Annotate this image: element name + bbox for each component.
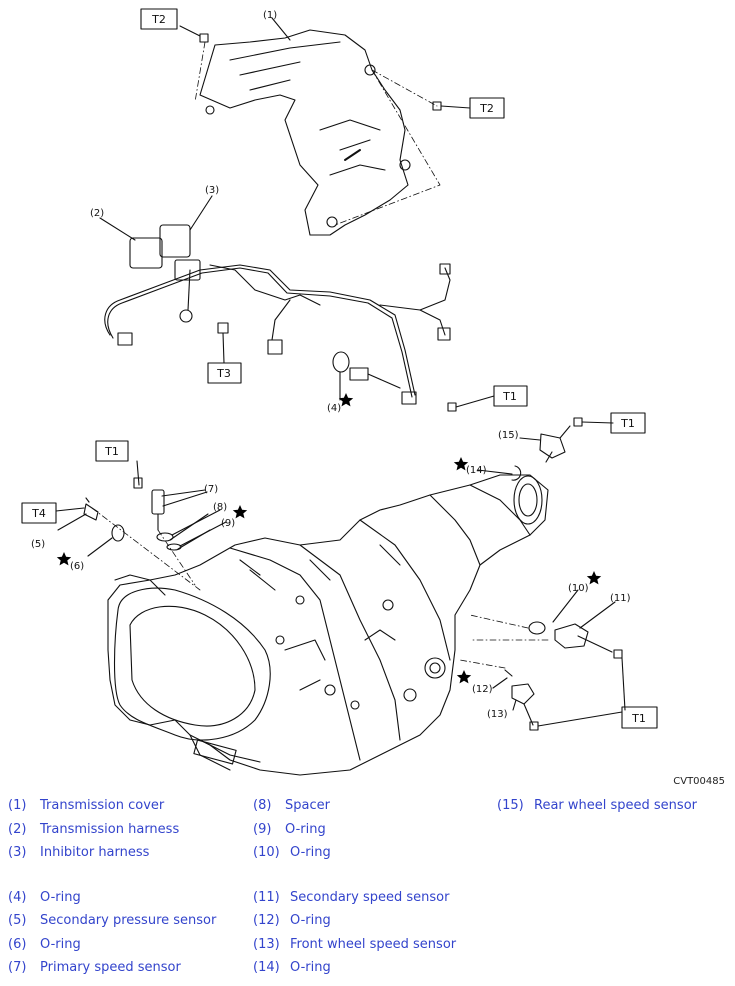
transmission-case bbox=[107, 474, 549, 776]
legend-item-name: Primary speed sensor bbox=[40, 960, 181, 975]
legend-item-name: Transmission harness bbox=[40, 822, 180, 837]
legend-item-number: (11) bbox=[253, 890, 280, 905]
legend-item-name: O-ring bbox=[290, 845, 331, 860]
bolt bbox=[573, 417, 614, 427]
parts-legend: (1) Transmission cover (2) Transmission har… bbox=[0, 794, 735, 984]
legend-item-name: O-ring bbox=[290, 960, 331, 975]
primary-speed-sensor bbox=[133, 460, 206, 531]
secondary-speed-sensor bbox=[554, 623, 613, 653]
legend-item-number: (6) bbox=[8, 937, 27, 952]
legend-item-name: O-ring bbox=[40, 890, 81, 905]
torque-label-t4: T4 bbox=[31, 507, 46, 520]
callout-15: (15) bbox=[498, 430, 519, 441]
legend-item: (4) O-ring bbox=[8, 890, 81, 905]
callout-11: (11) bbox=[610, 593, 631, 604]
legend-item-name: Secondary pressure sensor bbox=[40, 913, 217, 928]
callout-7: (7) bbox=[204, 484, 218, 495]
callout-1: (1) bbox=[263, 10, 277, 21]
legend-item: (11) Secondary speed sensor bbox=[253, 890, 449, 905]
callout-10: (10) bbox=[568, 583, 589, 594]
torque-label-t2-right: T2 bbox=[479, 102, 494, 115]
legend-item-name: Rear wheel speed sensor bbox=[534, 798, 697, 813]
bolt bbox=[432, 101, 471, 111]
legend-item-number: (8) bbox=[253, 798, 272, 813]
torque-label-t2-top: T2 bbox=[151, 13, 166, 26]
legend-item-number: (14) bbox=[253, 960, 280, 975]
figure-code: CVT00485 bbox=[673, 776, 725, 787]
bolt bbox=[447, 395, 495, 412]
legend-item-name: Inhibitor harness bbox=[40, 845, 150, 860]
legend-item-name: Spacer bbox=[285, 798, 330, 813]
legend-item: (14) O-ring bbox=[253, 960, 331, 975]
legend-item: (13) Front wheel speed sensor bbox=[253, 937, 456, 952]
legend-item: (5) Secondary pressure sensor bbox=[8, 913, 216, 928]
callout-8: (8) bbox=[213, 502, 227, 513]
legend-item-number: (7) bbox=[8, 960, 27, 975]
callout-13: (13) bbox=[487, 709, 508, 720]
legend-item-number: (15) bbox=[497, 798, 524, 813]
legend-item: (7) Primary speed sensor bbox=[8, 960, 181, 975]
callout-9: (9) bbox=[221, 518, 235, 529]
bolt bbox=[217, 322, 229, 364]
legend-item-number: (3) bbox=[8, 845, 27, 860]
legend-item-name: O-ring bbox=[290, 913, 331, 928]
legend-item-name: Transmission cover bbox=[40, 798, 165, 813]
front-wheel-speed-sensor bbox=[511, 683, 539, 731]
legend-item: (3) Inhibitor harness bbox=[8, 845, 149, 860]
legend-item-name: O-ring bbox=[285, 822, 326, 837]
legend-item: (6) O-ring bbox=[8, 937, 81, 952]
legend-item-number: (12) bbox=[253, 913, 280, 928]
torque-label-t3: T3 bbox=[216, 367, 231, 380]
bolt bbox=[613, 649, 626, 711]
legend-item: (2) Transmission harness bbox=[8, 822, 179, 837]
transmission-harness bbox=[104, 224, 451, 405]
legend-item-name: Front wheel speed sensor bbox=[290, 937, 457, 952]
callout-6: (6) bbox=[70, 561, 84, 572]
callout-3: (3) bbox=[205, 185, 219, 196]
callout-4: (4) bbox=[327, 403, 341, 414]
bolt bbox=[179, 25, 209, 43]
legend-item-number: (9) bbox=[253, 822, 272, 837]
legend-item: (15) Rear wheel speed sensor bbox=[497, 798, 697, 813]
callout-12: (12) bbox=[472, 684, 493, 695]
legend-item: (1) Transmission cover bbox=[8, 798, 164, 813]
legend-item: (10) O-ring bbox=[253, 845, 331, 860]
torque-label-t1-harness: T1 bbox=[502, 390, 517, 403]
legend-item-number: (4) bbox=[8, 890, 27, 905]
callout-14: (14) bbox=[466, 465, 487, 476]
legend-item: (12) O-ring bbox=[253, 913, 331, 928]
torque-label-t1-primary: T1 bbox=[104, 445, 119, 458]
legend-item-name: O-ring bbox=[40, 937, 81, 952]
torque-label-t1-front: T1 bbox=[631, 712, 646, 725]
legend-item: (9) O-ring bbox=[253, 822, 326, 837]
callout-5: (5) bbox=[31, 539, 45, 550]
legend-item-number: (13) bbox=[253, 937, 280, 952]
transmission-cover bbox=[199, 29, 411, 236]
legend-item-number: (2) bbox=[8, 822, 27, 837]
callout-2: (2) bbox=[90, 208, 104, 219]
torque-label-t1-rear: T1 bbox=[620, 417, 635, 430]
legend-item-name: Secondary speed sensor bbox=[290, 890, 450, 905]
legend-item-number: (5) bbox=[8, 913, 27, 928]
legend-item-number: (10) bbox=[253, 845, 280, 860]
legend-item: (8) Spacer bbox=[253, 798, 330, 813]
exploded-view-diagram: T2 T2 T3 T1 T1 T1 T4 T1 (1) (2) (3) (4) … bbox=[21, 8, 658, 776]
legend-item-number: (1) bbox=[8, 798, 27, 813]
